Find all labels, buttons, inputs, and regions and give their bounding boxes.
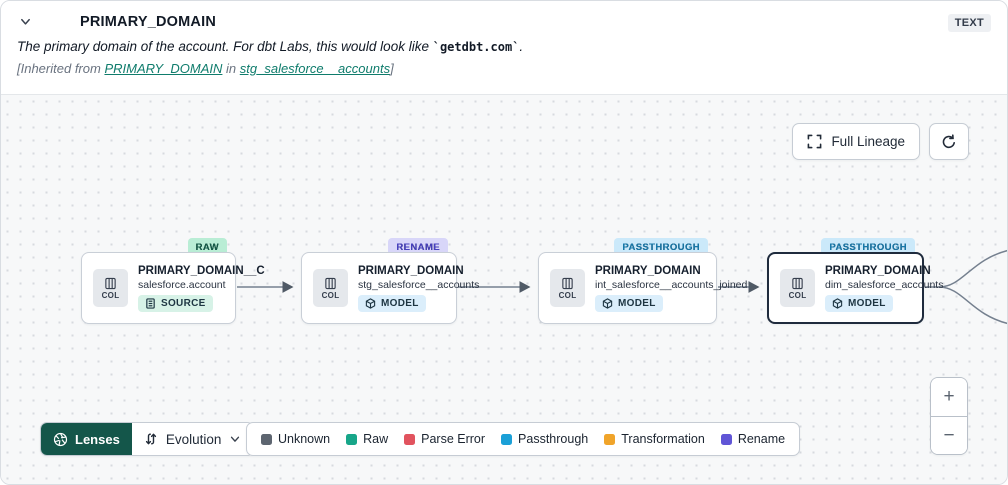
- inherited-column-link[interactable]: PRIMARY_DOMAIN: [104, 61, 223, 76]
- lens-aperture-icon: [53, 432, 68, 446]
- legend-item: Unknown: [261, 432, 330, 446]
- col-label: COL: [788, 290, 807, 300]
- column-icon: COL: [313, 269, 348, 307]
- resource-type-badge: MODEL: [358, 294, 426, 312]
- column-header: PRIMARY_DOMAIN TEXT The primary domain o…: [1, 1, 1007, 86]
- inherited-model-link[interactable]: stg_salesforce__accounts: [239, 61, 391, 76]
- node-model-name: int_salesforce__accounts_joined: [595, 278, 748, 291]
- inherited-suffix: ]: [390, 61, 394, 76]
- refresh-icon: [941, 133, 957, 150]
- evolution-legend: Unknown Raw Parse Error Passthrough Tran…: [246, 422, 801, 456]
- legend-swatch: [346, 433, 358, 445]
- model-cube-icon: [832, 297, 843, 309]
- lineage-node-salesforce-account[interactable]: RAW RAW COL PRIMARY_DOMAIN__C salesforce…: [81, 238, 265, 324]
- node-column-name: PRIMARY_DOMAIN__C: [138, 264, 265, 277]
- evolution-badge-label: PASSTHROUGH: [622, 242, 700, 253]
- legend-swatch: [261, 433, 272, 445]
- page-title: PRIMARY_DOMAIN: [80, 13, 216, 30]
- column-icon: COL: [780, 269, 815, 307]
- refresh-button[interactable]: [929, 123, 969, 160]
- chevron-down-icon: [231, 436, 240, 442]
- node-column-name: PRIMARY_DOMAIN: [825, 264, 931, 277]
- column-description: The primary domain of the account. For d…: [17, 39, 991, 54]
- resource-type-label: MODEL: [618, 297, 656, 309]
- inherited-from-line: [Inherited from PRIMARY_DOMAIN in stg_sa…: [17, 61, 991, 76]
- legend-item: Transformation: [604, 432, 705, 446]
- legend-label: Parse Error: [421, 432, 486, 446]
- node-column-name: PRIMARY_DOMAIN: [358, 264, 464, 277]
- description-text: The primary domain of the account. For d…: [17, 39, 433, 54]
- legend-label: Rename: [737, 432, 786, 446]
- resource-type-label: MODEL: [381, 297, 419, 309]
- node-model-name: dim_salesforce_accounts: [825, 278, 944, 291]
- legend-label: Passthrough: [518, 432, 589, 446]
- resource-type-label: SOURCE: [161, 297, 206, 309]
- evolution-badge-label: RAW: [195, 242, 219, 253]
- legend-item: Parse Error: [404, 432, 485, 446]
- lens-selected-label: Evolution: [165, 431, 222, 447]
- lenses-label: Lenses: [75, 431, 120, 447]
- lens-dropdown[interactable]: Evolution: [131, 423, 254, 455]
- full-lineage-label: Full Lineage: [831, 134, 905, 149]
- legend-item: Raw: [346, 432, 388, 446]
- evolution-badge-label: PASSTHROUGH: [829, 242, 907, 253]
- zoom-in-button[interactable]: +: [931, 378, 967, 416]
- resource-type-badge: MODEL: [595, 294, 663, 312]
- legend-label: Raw: [363, 432, 389, 446]
- model-cube-icon: [365, 297, 376, 309]
- evolution-badge-label: RENAME: [396, 242, 440, 253]
- lineage-canvas[interactable]: Full Lineage RAW RAW COL PRIMARY_DOMAIN_…: [1, 94, 1007, 484]
- description-period: .: [519, 39, 524, 54]
- lineage-node-dim-salesforce-accounts[interactable]: PASSTHROUGH PASSTHROUGH COL PRIMARY_DOMA…: [767, 238, 944, 324]
- column-icon: COL: [550, 269, 585, 307]
- col-label: COL: [101, 290, 120, 300]
- node-model-name: salesforce.account: [138, 278, 226, 291]
- datatype-badge: TEXT: [947, 14, 991, 32]
- legend-swatch: [604, 433, 616, 445]
- lenses-toolbar: Lenses Evolution: [40, 422, 255, 456]
- resource-type-badge: SOURCE: [138, 294, 213, 312]
- lineage-edges: [237, 250, 1007, 325]
- full-lineage-button[interactable]: Full Lineage: [792, 123, 920, 160]
- zoom-controls: + −: [930, 377, 968, 455]
- description-code: `getdbt.com`: [432, 40, 520, 54]
- source-icon: [146, 297, 155, 309]
- legend-label: Unknown: [278, 432, 331, 446]
- lineage-node-int-salesforce-accounts-joined[interactable]: PASSTHROUGH PASSTHROUGH COL PRIMARY_DOMA…: [538, 238, 748, 324]
- legend-item: Passthrough: [501, 432, 588, 446]
- inherited-middle: in: [222, 61, 240, 76]
- lenses-button[interactable]: Lenses: [41, 423, 132, 455]
- resource-type-label: MODEL: [848, 297, 886, 309]
- model-cube-icon: [602, 297, 613, 309]
- column-icon: COL: [93, 269, 128, 307]
- node-model-name: stg_salesforce__accounts: [358, 278, 480, 291]
- legend-swatch: [720, 433, 732, 445]
- node-column-name: PRIMARY_DOMAIN: [595, 264, 701, 277]
- col-label: COL: [321, 290, 340, 300]
- zoom-out-button[interactable]: −: [931, 416, 967, 454]
- legend-item: Rename: [720, 432, 786, 446]
- expand-icon: [807, 134, 822, 149]
- legend-swatch: [404, 433, 416, 445]
- inherited-prefix: [Inherited from: [17, 61, 105, 76]
- col-label: COL: [558, 290, 577, 300]
- lineage-node-stg-salesforce-accounts[interactable]: RENAME RENAME COL PRIMARY_DOMAIN stg_sal…: [301, 238, 480, 324]
- evolution-arrows-icon: [145, 433, 156, 445]
- resource-type-badge: MODEL: [825, 294, 893, 312]
- collapse-chevron-down-icon[interactable]: [17, 13, 34, 30]
- legend-swatch: [501, 433, 513, 445]
- legend-label: Transformation: [621, 432, 705, 446]
